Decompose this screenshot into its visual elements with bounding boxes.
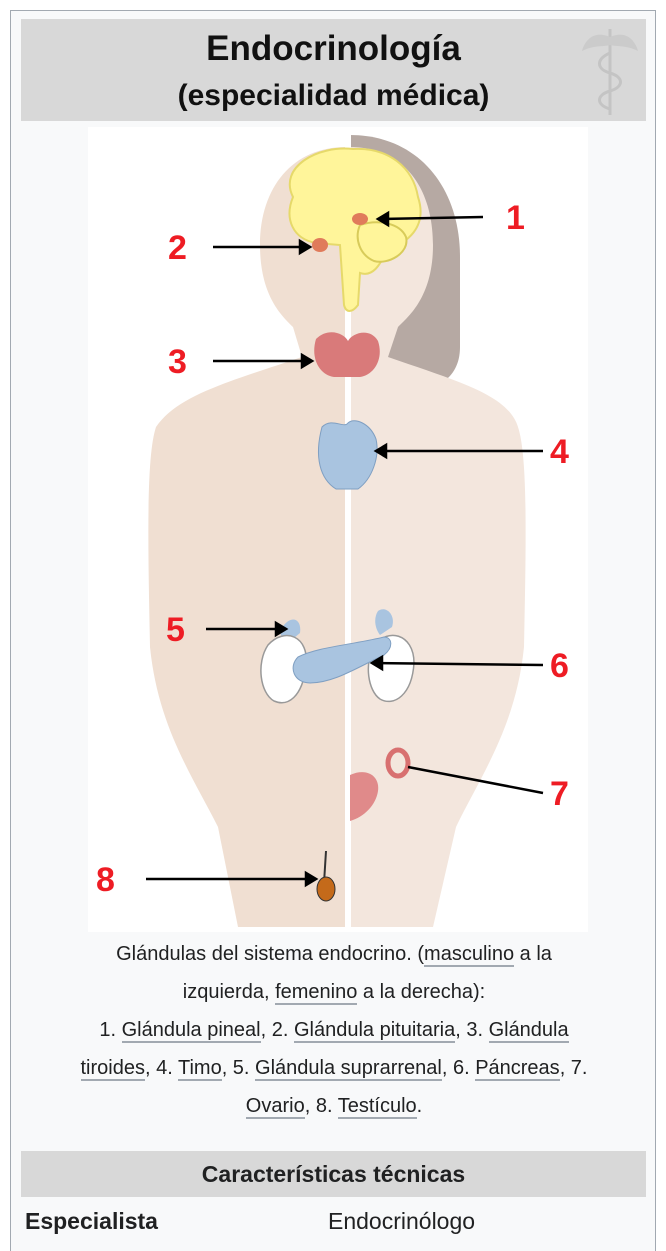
link-glandula-tiroides[interactable]: Glándula: [489, 1019, 569, 1043]
caption-text: , 3.: [455, 1019, 488, 1041]
gland-number-6: 6: [550, 647, 569, 685]
gland-number-7: 7: [550, 775, 569, 813]
caption-text: 1.: [99, 1019, 121, 1041]
link-femenino[interactable]: femenino: [275, 981, 357, 1005]
caption-text: a la: [514, 943, 552, 965]
caption-text: , 2.: [261, 1019, 294, 1041]
row-value-especialista: Endocrinólogo: [328, 1208, 475, 1235]
endocrine-illustration: 1 2 3 4 5 6 7 8: [88, 127, 588, 932]
link-testiculo[interactable]: Testículo: [338, 1095, 417, 1119]
image-caption: Glándulas del sistema endocrino. (mascul…: [17, 935, 651, 1125]
caption-text: .: [417, 1095, 423, 1117]
gland-number-2: 2: [168, 229, 187, 267]
link-timo[interactable]: Timo: [178, 1057, 222, 1081]
link-glandula-suprarrenal[interactable]: Glándula suprarrenal: [255, 1057, 442, 1081]
caption-text: , 6.: [442, 1057, 475, 1079]
caption-text: a la derecha):: [357, 981, 485, 1003]
link-glandula-pituitaria[interactable]: Glándula pituitaria: [294, 1019, 455, 1043]
infobox-title: Endocrinología: [21, 29, 646, 69]
link-ovario[interactable]: Ovario: [246, 1095, 305, 1119]
gland-number-1: 1: [506, 199, 525, 237]
link-pancreas[interactable]: Páncreas: [475, 1057, 560, 1081]
gland-number-8: 8: [96, 861, 115, 899]
caption-text: , 7.: [560, 1057, 588, 1079]
caption-text: , 5.: [222, 1057, 255, 1079]
endocrine-system-image[interactable]: 1 2 3 4 5 6 7 8: [88, 127, 588, 932]
section-header-caracteristicas: Características técnicas: [21, 1151, 646, 1197]
caption-text: , 8.: [305, 1095, 338, 1117]
infobox: Endocrinología (especialidad médica): [10, 10, 656, 1251]
link-glandula-pineal[interactable]: Glándula pineal: [122, 1019, 261, 1043]
gland-number-5: 5: [166, 611, 185, 649]
infobox-title-bar: Endocrinología (especialidad médica): [21, 19, 646, 121]
infobox-subtitle: (especialidad médica): [21, 79, 646, 113]
gland-number-4: 4: [550, 433, 569, 471]
caption-text: izquierda,: [183, 981, 275, 1003]
caption-text: , 4.: [145, 1057, 178, 1079]
link-glandula-tiroides[interactable]: tiroides: [81, 1057, 145, 1081]
row-label-especialista: Especialista: [25, 1208, 158, 1235]
gland-number-3: 3: [168, 343, 187, 381]
link-masculino[interactable]: masculino: [424, 943, 514, 967]
caption-text: Glándulas del sistema endocrino. (: [116, 943, 424, 965]
